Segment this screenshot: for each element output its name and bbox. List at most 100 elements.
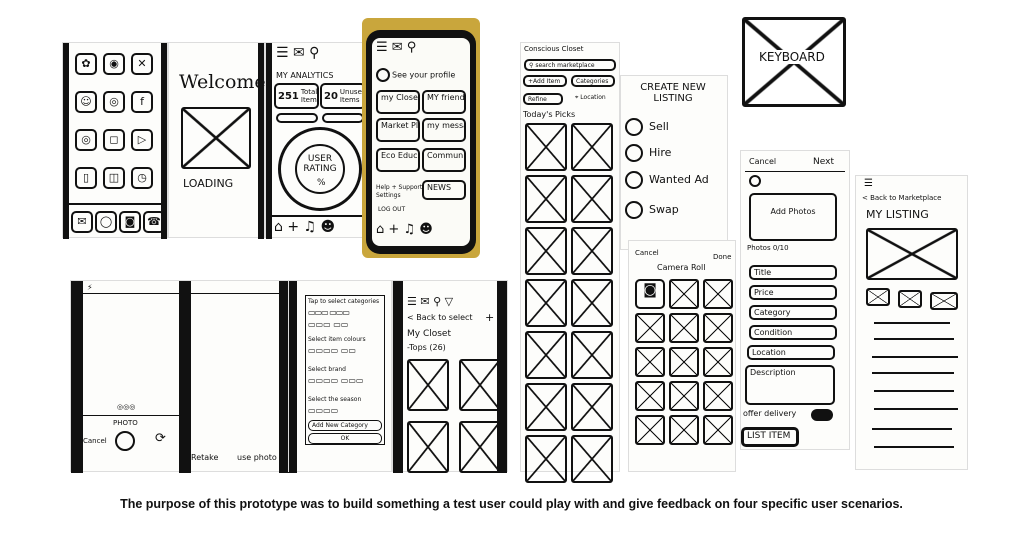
bottom-nav-icons[interactable]: ⌂ + ♫ ☻: [274, 219, 336, 235]
app-icon[interactable]: ✿: [75, 53, 97, 75]
my-closet-sketch: ☰ ✉ ⚲ ▽ < Back to select + My Closet -To…: [392, 280, 508, 473]
shutter-button[interactable]: [115, 431, 135, 451]
tile-community[interactable]: Community: [422, 148, 466, 172]
add-button[interactable]: +: [485, 311, 495, 324]
add-photos-button[interactable]: Add Photos: [749, 193, 837, 241]
image-placeholder: [181, 107, 251, 169]
app-icon[interactable]: ✕: [131, 53, 153, 75]
option-hire[interactable]: Hire: [625, 144, 671, 162]
main-photo-placeholder: [866, 228, 958, 280]
app-icon[interactable]: ▷: [131, 129, 153, 151]
app-title: Conscious Closet: [524, 45, 584, 53]
total-items-value: 251: [278, 90, 299, 102]
app-icon[interactable]: ☺: [75, 91, 97, 113]
app-icon[interactable]: ◻: [103, 129, 125, 151]
tile-my-friends[interactable]: MY friends: [422, 90, 466, 114]
menu-icon[interactable]: ☰ ✉ ⚲: [276, 45, 320, 61]
search-placeholder: search marketplace: [535, 62, 595, 69]
option-sell[interactable]: Sell: [625, 118, 669, 136]
location-label: Location: [580, 94, 606, 101]
create-title: CREATE NEW LISTING: [640, 82, 706, 104]
menu-icon[interactable]: ☰: [864, 178, 873, 189]
top-nav-icons[interactable]: ☰ ✉ ⚲: [376, 40, 417, 55]
cancel-button[interactable]: Cancel: [83, 437, 107, 445]
logout-link[interactable]: LOG OUT: [378, 206, 406, 213]
option-wanted-ad[interactable]: Wanted Ad: [625, 171, 709, 189]
cancel-button[interactable]: Cancel: [749, 157, 777, 166]
location-button[interactable]: ⌖ Location: [575, 94, 606, 101]
add-new-category-button[interactable]: Add New Category: [308, 420, 382, 431]
tile-my-closet[interactable]: my Closet: [376, 90, 420, 114]
app-icon[interactable]: ▯: [75, 167, 97, 189]
tile-eco-education[interactable]: Eco Education: [376, 148, 420, 172]
app-icon[interactable]: ◉: [103, 53, 125, 75]
caption: The purpose of this prototype was to bui…: [120, 497, 903, 511]
done-button[interactable]: Done: [713, 253, 732, 261]
description-field[interactable]: Description: [745, 365, 835, 405]
analytics-title: MY ANALYTICS: [276, 71, 334, 80]
select-season-heading: Select the season: [308, 396, 362, 403]
option-swap[interactable]: Swap: [625, 201, 679, 219]
keyboard-label: KEYBOARD: [757, 50, 827, 64]
add-photos-label: Add Photos: [770, 207, 816, 216]
mail-icon[interactable]: ✉: [71, 211, 93, 233]
tile-news[interactable]: NEWS: [422, 180, 466, 200]
help-support-link[interactable]: Help + Support: [376, 184, 423, 191]
tile-marketplace[interactable]: Market Place: [376, 118, 420, 142]
profile-label: See your profile: [392, 70, 456, 80]
title-field[interactable]: Title: [749, 265, 837, 280]
marketplace-screen-sketch: Conscious Closet ⚲ search marketplace +A…: [520, 42, 620, 483]
use-photo-button[interactable]: use photo: [237, 453, 277, 462]
flip-camera-icon[interactable]: ⟳: [155, 431, 166, 446]
camera-icon[interactable]: ◙: [119, 211, 141, 233]
back-to-select-link[interactable]: < Back to select: [407, 313, 473, 322]
total-items-label: Total Items: [300, 88, 319, 104]
listing-form-sketch: Cancel Next Add Photos Photos 0/10 Title…: [740, 150, 850, 450]
app-icon[interactable]: ◫: [103, 167, 125, 189]
unused-items-value: 20: [324, 90, 338, 102]
location-field[interactable]: Location: [747, 345, 835, 360]
add-item-button[interactable]: +Add Item: [523, 75, 567, 87]
ok-button[interactable]: OK: [308, 433, 382, 444]
select-categories-heading: Tap to select categories: [308, 298, 380, 305]
delivery-toggle[interactable]: [811, 409, 833, 421]
select-colours-heading: Select item colours: [308, 336, 366, 343]
camera-screen-sketch: ⚡ ◎◎◎ PHOTO Cancel ⟳ Retake use photo: [70, 280, 291, 473]
categories-button[interactable]: Categories: [571, 75, 615, 87]
category-field[interactable]: Category: [749, 305, 837, 320]
option-label: Sell: [649, 120, 669, 133]
condition-field[interactable]: Condition: [749, 325, 837, 340]
photo-grid: ◙: [635, 279, 733, 445]
list-item-button[interactable]: LIST ITEM: [741, 427, 799, 447]
photo-mode-label: PHOTO: [113, 419, 138, 427]
settings-link[interactable]: Settings: [376, 192, 401, 199]
retake-button[interactable]: Retake: [191, 453, 219, 462]
cancel-button[interactable]: Cancel: [635, 249, 659, 257]
camera-icon[interactable]: ◙: [635, 279, 665, 309]
closet-grid: [407, 359, 501, 473]
see-profile-link[interactable]: See your profile: [376, 68, 455, 82]
welcome-screen-sketch: Welcome LOADING: [168, 42, 266, 239]
bottom-nav-icons[interactable]: ⌂ + ♫ ☻: [376, 222, 433, 237]
search-input[interactable]: ⚲ search marketplace: [524, 59, 616, 71]
tile-my-messages[interactable]: my messages: [422, 118, 466, 142]
phone-icon[interactable]: ☎: [143, 211, 165, 233]
camera-roll-sketch: Cancel Done Camera Roll ◙: [628, 240, 736, 472]
refine-button[interactable]: Refine: [523, 93, 563, 105]
chat-icon[interactable]: ◯: [95, 211, 117, 233]
home-screen-sketch: ✿ ◉ ✕ ☺ ◎ f ◎ ◻ ▷ ▯ ◫ ◷ ✉ ◯ ◙ ☎: [62, 42, 168, 239]
price-field[interactable]: Price: [749, 285, 837, 300]
todays-picks-heading: Today's Picks: [523, 110, 576, 119]
loading-text: LOADING: [183, 177, 234, 190]
app-icon[interactable]: ◎: [103, 91, 125, 113]
photos-count: Photos 0/10: [747, 244, 789, 252]
app-icon[interactable]: ◷: [131, 167, 153, 189]
top-nav-icons[interactable]: ☰ ✉ ⚲ ▽: [407, 295, 454, 308]
app-icon[interactable]: f: [131, 91, 153, 113]
back-to-marketplace-link[interactable]: < Back to Marketplace: [862, 194, 942, 202]
option-label: Hire: [649, 146, 672, 159]
keyboard-placeholder: KEYBOARD: [742, 17, 846, 107]
next-button[interactable]: Next: [813, 157, 834, 167]
app-icon[interactable]: ◎: [75, 129, 97, 151]
